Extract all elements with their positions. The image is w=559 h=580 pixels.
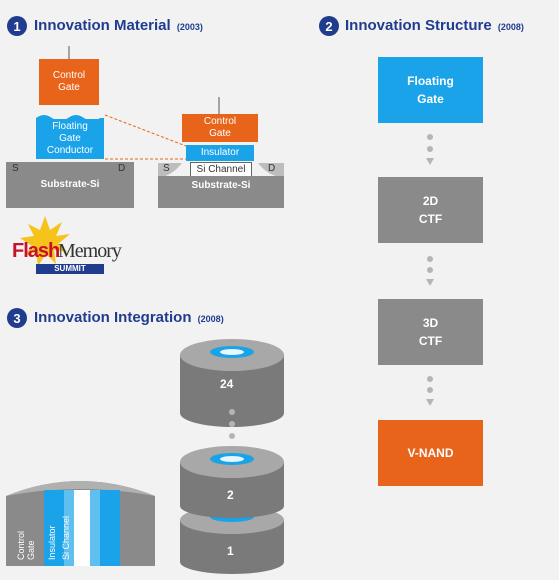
left-source-label: S [12,163,19,174]
right-control-gate: Control Gate [182,114,258,142]
step-3d-ctf: 3D CTF [378,299,483,365]
section-3-title-text: Innovation Integration [34,309,192,326]
flow-dot [427,376,433,382]
right-drain-label: D [268,163,276,174]
logo-flash-text: Flash [12,240,60,262]
vnand-stack [180,339,284,574]
flow-arrow-icon [426,399,434,406]
section-1-year: (2003) [176,22,203,32]
section-2-title-text: Innovation Structure [345,17,492,34]
flow-dot [427,256,433,262]
flow-dot [427,267,433,273]
flow-arrow-icon [426,158,434,165]
step-floating-gate: Floating Gate [378,57,483,123]
si-channel-layer: Si Channel [190,162,252,177]
floating-gate-conductor: Floating Gate Conductor [36,119,104,159]
flow-arrow-icon [426,279,434,286]
section-2-title: Innovation Structure (2008) [345,17,524,34]
logo-memory-text: Memory [58,240,122,262]
right-source-label: S [163,163,170,174]
cross-si-channel-label: Si Channel [61,515,71,560]
step-2d-ctf: 2D CTF [378,177,483,243]
vnand-cross-section [6,481,155,566]
section-3-number: 3 [7,308,27,328]
left-drain-label: D [118,163,126,174]
logo-summit-text: SUMMIT [36,264,104,274]
flow-dot [427,146,433,152]
section-3-year: (2008) [197,314,224,324]
insulator-layer: Insulator [186,145,254,161]
section-2-number: 2 [319,16,339,36]
section-3-title: Innovation Integration (2008) [34,309,224,326]
layer-1-label: 1 [227,544,234,558]
step-v-nand: V-NAND [378,420,483,486]
section-2-year: (2008) [497,22,524,32]
layer-24-label: 24 [220,377,234,391]
left-substrate: Substrate-Si [6,162,134,208]
section-1-number: 1 [7,16,27,36]
flow-dot [427,134,433,140]
right-substrate: Substrate-Si [158,176,284,208]
left-substrate-label: Substrate-Si [40,179,100,190]
flow-dot [427,387,433,393]
right-substrate-label: Substrate-Si [191,180,251,191]
cross-insulator-label: Insulator [47,525,57,560]
left-control-gate: Control Gate [39,59,99,105]
layer-2-label: 2 [227,488,234,502]
section-1-title-text: Innovation Material [34,17,171,34]
cross-control-gate-label: Control Gate [16,530,36,560]
section-1-title: Innovation Material (2003) [34,17,203,34]
flash-memory-summit-logo [20,216,70,266]
